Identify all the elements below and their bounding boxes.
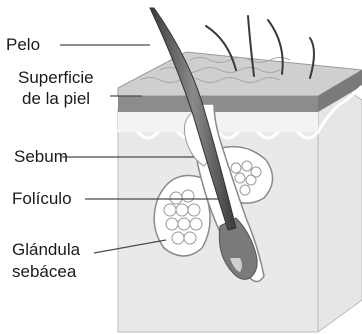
label-skin-surface-line2: de la piel <box>22 89 90 109</box>
papillary-layer <box>118 112 318 132</box>
label-hair: Pelo <box>6 35 40 55</box>
label-gland-line2: sebácea <box>12 262 76 282</box>
label-follicle: Folículo <box>12 189 72 209</box>
label-skin-surface-line1: Superficie <box>18 68 94 88</box>
skin-block-side-face <box>318 72 362 332</box>
epidermis-layer <box>118 96 318 112</box>
label-gland-line1: Glándula <box>12 240 80 260</box>
skin-surface-top <box>118 52 362 96</box>
label-sebum: Sebum <box>14 147 68 167</box>
